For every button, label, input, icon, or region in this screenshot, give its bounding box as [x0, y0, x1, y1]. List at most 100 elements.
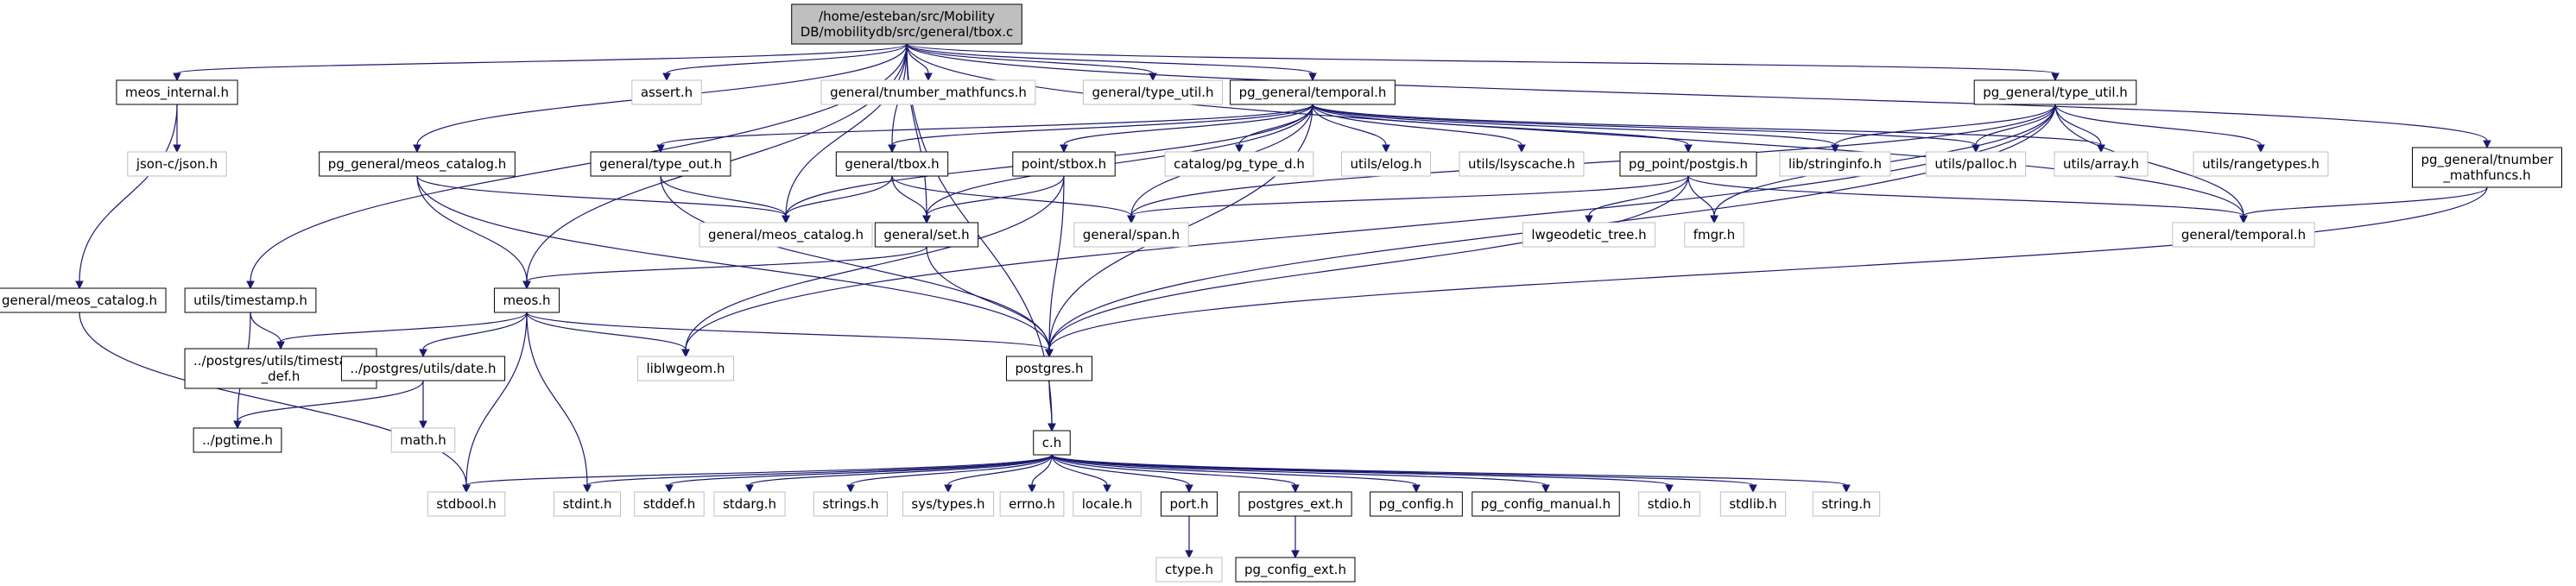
- node-label: /home/esteban/src/Mobility: [819, 9, 995, 24]
- edge-root-to-general_set: [906, 43, 931, 224]
- node-label: utils/lsyscache.h: [1468, 156, 1575, 172]
- node-date[interactable]: ../postgres/utils/date.h: [340, 356, 506, 381]
- node-pg-meos-catalog[interactable]: pg_general/meos_catalog.h: [319, 151, 516, 177]
- node-box: [1235, 557, 1356, 583]
- node-box: [1341, 151, 1431, 177]
- node-box: [999, 491, 1065, 517]
- node-postgres[interactable]: postgres.h: [1005, 356, 1093, 381]
- node-stbox[interactable]: point/stbox.h: [1012, 151, 1116, 177]
- node-pg-config-ext[interactable]: pg_config_ext.h: [1235, 557, 1356, 583]
- edge-root-to-pg_temporal: [906, 43, 1317, 82]
- node-ctype: ctype.h: [1155, 557, 1223, 583]
- edge-date-to-math: [419, 381, 427, 430]
- node-pg-config[interactable]: pg_config.h: [1370, 491, 1463, 517]
- node-json: json-c/json.h: [127, 151, 227, 177]
- node-general-type-util: general/type_util.h: [1082, 79, 1224, 105]
- node-array: utils/array.h: [2054, 151, 2149, 177]
- edge-pg_temporal-to-pg_postgis: [1312, 104, 1693, 154]
- edge-meos-to-postgres: [526, 312, 1054, 358]
- edge-c-to-sys_types: [944, 454, 1053, 494]
- node-stddef: stddef.h: [634, 491, 705, 517]
- node-box: [116, 79, 238, 105]
- node-label: json-c/json.h: [136, 156, 218, 172]
- node-label: ../pgtime.h: [202, 432, 273, 448]
- edge-pg_temporal-to-palloc: [1312, 104, 1980, 154]
- node-box: [1472, 491, 1620, 517]
- edge-type_out-to-meos_catalog_missing: [660, 175, 790, 224]
- node-box: [1073, 222, 1189, 248]
- node-utils-timestamp[interactable]: utils/timestamp.h: [184, 287, 317, 313]
- edge-root-to-assert: [662, 43, 908, 82]
- node-label: general/meos_catalog.h: [2, 293, 157, 309]
- node-label: pg_point/postgis.h: [1629, 156, 1748, 173]
- edge-general_meos_catalog-to-stdbool: [79, 312, 471, 494]
- node-box: [636, 356, 735, 381]
- node-box: [813, 491, 889, 517]
- node-box: [1005, 356, 1093, 381]
- node-label: strings.h: [822, 496, 878, 512]
- node-c[interactable]: c.h: [1033, 430, 1071, 456]
- node-label: utils/array.h: [2063, 156, 2139, 172]
- node-meos-internal[interactable]: meos_internal.h: [116, 79, 238, 105]
- node-string: string.h: [1812, 491, 1881, 517]
- node-box: [1459, 151, 1585, 177]
- node-box: [1238, 491, 1352, 517]
- node-pg-type-d: catalog/pg_type_d.h: [1164, 151, 1314, 177]
- node-box: [1370, 491, 1463, 517]
- node-general-set[interactable]: general/set.h: [874, 222, 979, 248]
- node-errno: errno.h: [999, 491, 1065, 517]
- node-box: [590, 151, 731, 177]
- node-pg-postgis[interactable]: pg_point/postgis.h: [1619, 151, 1757, 177]
- node-meos[interactable]: meos.h: [493, 287, 560, 313]
- node-label: stdarg.h: [723, 496, 776, 512]
- node-pg-config-manual[interactable]: pg_config_manual.h: [1472, 491, 1620, 517]
- edge-postgres-to-c: [1047, 380, 1056, 432]
- node-label: port.h: [1169, 496, 1208, 512]
- node-box: [699, 222, 873, 248]
- node-box: [713, 491, 786, 517]
- node-label: utils/timestamp.h: [193, 293, 307, 308]
- node-label: sys/types.h: [911, 496, 984, 512]
- edge-general_set-to-postgres: [926, 246, 1054, 358]
- node-label: catalog/pg_type_d.h: [1174, 156, 1305, 173]
- node-label: pg_general/temporal.h: [1239, 85, 1387, 101]
- node-pg-temporal[interactable]: pg_general/temporal.h: [1230, 79, 1396, 105]
- node-pg-type-util[interactable]: pg_general/type_util.h: [1973, 79, 2137, 105]
- node-label: _mathfuncs.h: [2442, 167, 2530, 184]
- node-stringinfo: lib/stringinfo.h: [1779, 151, 1891, 177]
- edge-c-to-postgres_ext: [1051, 454, 1300, 494]
- edge-postgres_ext-to-pg_config_ext: [1291, 516, 1300, 559]
- edge-port-to-ctype: [1185, 516, 1193, 559]
- node-box: [1073, 491, 1142, 517]
- node-box: [835, 151, 949, 177]
- node-general-meos-catalog[interactable]: general/meos_catalog.h: [0, 287, 167, 313]
- node-type-out[interactable]: general/type_out.h: [590, 151, 731, 177]
- node-port[interactable]: port.h: [1160, 491, 1218, 517]
- node-pg-tnumber-mathfuncs[interactable]: pg_general/tnumber_mathfuncs.h: [2411, 147, 2563, 188]
- node-root[interactable]: /home/esteban/src/MobilityDB/mobilitydb/…: [791, 3, 1022, 45]
- node-label: locale.h: [1082, 496, 1132, 512]
- node-postgres-ext[interactable]: postgres_ext.h: [1238, 491, 1352, 517]
- node-general-tbox[interactable]: general/tbox.h: [835, 151, 949, 177]
- node-pgtime[interactable]: ../pgtime.h: [193, 427, 282, 453]
- node-strings: strings.h: [813, 491, 889, 517]
- node-box: [1812, 491, 1881, 517]
- node-label: meos_internal.h: [125, 85, 229, 101]
- edge-c-to-pg_config: [1051, 454, 1421, 494]
- node-liblwgeom: liblwgeom.h: [636, 356, 735, 381]
- node-label: pg_config_manual.h: [1481, 496, 1611, 513]
- node-box: [1973, 79, 2137, 105]
- node-label: general/tnumber_mathfuncs.h: [830, 85, 1027, 101]
- node-label: pg_general/tnumber: [2421, 152, 2554, 168]
- node-lsyscache: utils/lsyscache.h: [1459, 151, 1585, 177]
- node-box: [193, 427, 282, 453]
- node-box: [1164, 151, 1314, 177]
- node-box: [1160, 491, 1218, 517]
- node-tnumber-mathfuncs: general/tnumber_mathfuncs.h: [820, 79, 1036, 105]
- edge-general_tbox-to-meos_catalog_missing: [782, 175, 893, 224]
- node-box: [874, 222, 979, 248]
- node-label: errno.h: [1009, 496, 1055, 512]
- node-box: [1619, 151, 1757, 177]
- edge-c-to-string: [1051, 454, 1851, 494]
- node-math: math.h: [390, 427, 456, 453]
